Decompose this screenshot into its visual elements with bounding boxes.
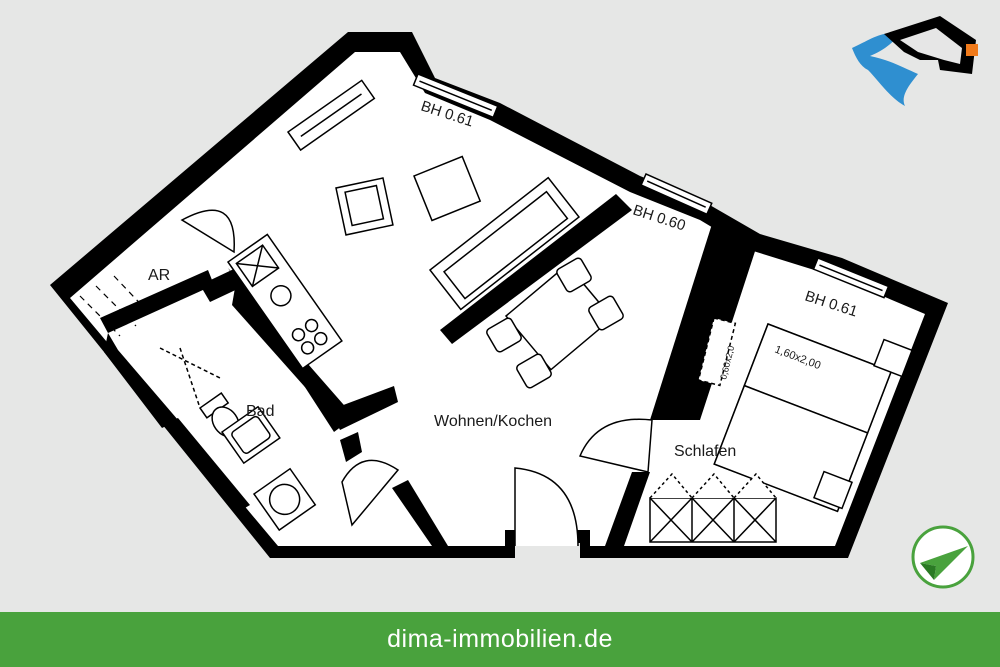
chairs xyxy=(486,257,624,389)
dining-table xyxy=(504,263,614,371)
wardrobe-front xyxy=(649,472,777,543)
room-label-schlafen: Schlafen xyxy=(674,443,736,460)
kitchen-counter xyxy=(226,233,343,370)
shower xyxy=(159,347,221,409)
room-label-wohnen-kochen: Wohnen/Kochen xyxy=(434,413,552,430)
website-link[interactable]: dima-immobilien.de xyxy=(387,625,613,653)
room-label-bad: Bad xyxy=(246,403,274,420)
coffee-table xyxy=(413,155,482,222)
window-seat xyxy=(286,79,376,152)
ar-storage-detail xyxy=(79,275,151,337)
sink xyxy=(220,405,281,465)
nightstand-top xyxy=(873,338,913,378)
building-location-map-icon xyxy=(852,16,978,106)
furniture-bedroom xyxy=(649,317,913,543)
window-living-right xyxy=(640,173,713,216)
furniture-bathroom xyxy=(159,347,317,532)
window-bedroom xyxy=(812,257,890,299)
washing-machine xyxy=(252,467,317,532)
footer-bar: dima-immobilien.de xyxy=(0,612,1000,667)
sofa xyxy=(428,176,581,311)
nightstand-bottom xyxy=(813,470,853,510)
paper-plane-north-arrow-icon xyxy=(911,525,975,589)
interior-walls xyxy=(100,194,760,546)
room-label-ar: AR xyxy=(148,267,170,284)
furniture-living xyxy=(226,79,624,389)
floor-plan: AR Bad Wohnen/Kochen Schlafen BH 0.61 BH… xyxy=(50,16,978,589)
armchair xyxy=(335,177,394,236)
doors xyxy=(180,209,653,547)
window-living-top xyxy=(412,73,499,119)
